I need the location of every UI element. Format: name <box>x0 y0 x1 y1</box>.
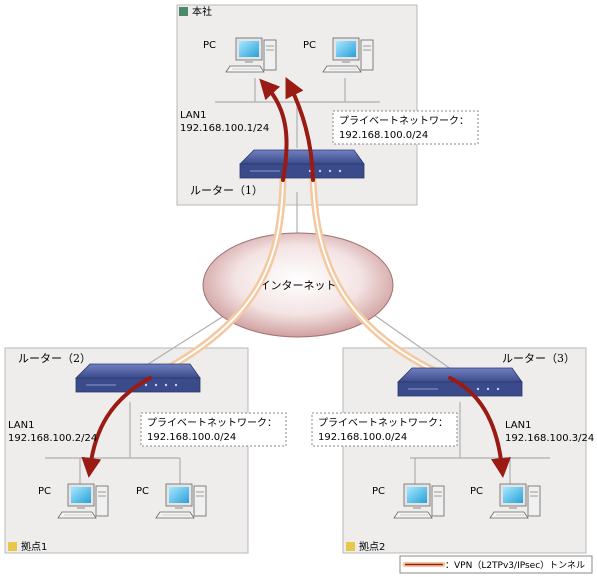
branch1-lan-name: LAN1 <box>8 420 34 431</box>
router-1-label: ルーター（1） <box>190 184 263 197</box>
router-3-label: ルーター（3） <box>502 352 575 365</box>
hq-private-network-title: プライベートネットワーク： <box>339 115 469 127</box>
hq-lan-name: LAN1 <box>180 110 206 121</box>
tunnel-arrows <box>81 77 511 478</box>
tunnel-hq-branch1-core <box>149 179 284 379</box>
branch2-marker-icon <box>346 542 355 551</box>
hq-private-network-address: 192.168.100.0/24 <box>339 130 428 141</box>
branch2-lan-name: LAN1 <box>505 420 531 431</box>
branch1-private-network-address: 192.168.100.0/24 <box>147 432 236 443</box>
pc-label: PC <box>470 486 483 497</box>
hq-private-network-box <box>332 110 479 145</box>
pc-label: PC <box>303 40 316 51</box>
branch1-private-network-box <box>140 412 287 447</box>
branch2-private-network-address: 192.168.100.0/24 <box>318 432 407 443</box>
arrow-hq-pc1 <box>259 78 289 182</box>
router-1-icon <box>239 149 365 179</box>
pc-label: PC <box>372 486 385 497</box>
vpn-tunnels <box>146 176 454 382</box>
legend-label: ：VPN（L2TPv3/IPsec）トンネル <box>445 560 585 571</box>
branch2-lan-address: 192.168.100.3/24 <box>505 433 594 444</box>
tunnel-hq-branch2-core <box>312 179 451 379</box>
router-2-icon <box>75 363 201 393</box>
branch1-site-title: 拠点1 <box>21 540 47 553</box>
internet-label: インターネット <box>260 279 337 292</box>
arrow-branch2-pc <box>448 376 511 478</box>
arrow-branch1-pc <box>81 376 152 478</box>
pc-label: PC <box>203 40 216 51</box>
branch2-site-title: 拠点2 <box>359 540 385 553</box>
branch1-lan-address: 192.168.100.2/24 <box>8 433 97 444</box>
router-2-label: ルーター（2） <box>18 352 91 365</box>
arrow-hq-pc2 <box>285 77 315 182</box>
pc-label: PC <box>136 486 149 497</box>
hq-marker-icon <box>179 7 188 16</box>
branch1-marker-icon <box>8 542 17 551</box>
hq-lan-address: 192.168.100.1/24 <box>180 123 269 134</box>
branch2-private-network-title: プライベートネットワーク： <box>318 417 448 429</box>
pc-label: PC <box>38 486 51 497</box>
branch2-private-network-box <box>311 412 458 447</box>
hq-site-title: 本社 <box>192 5 212 18</box>
branch1-private-network-title: プライベートネットワーク： <box>147 417 277 429</box>
legend-box <box>399 555 593 574</box>
internet-cloud <box>202 232 394 338</box>
